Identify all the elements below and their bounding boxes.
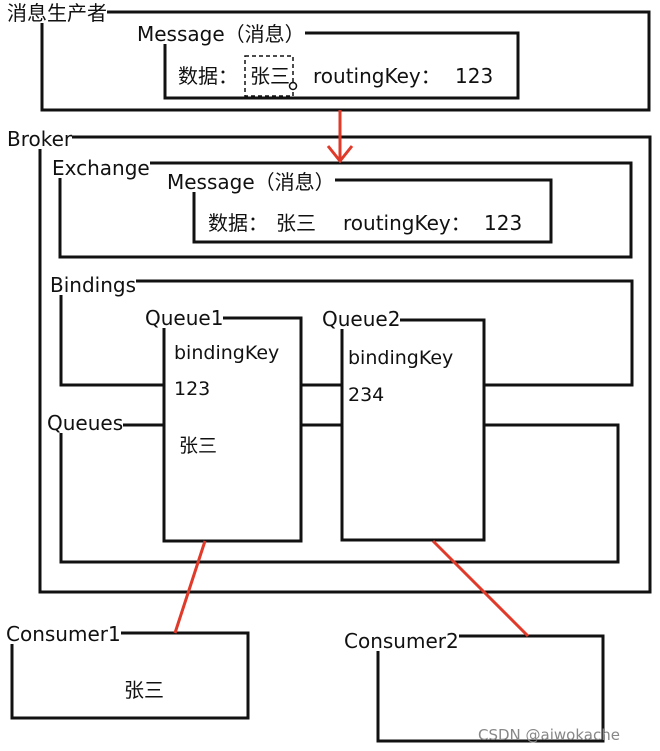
consumer1-message: 张三 bbox=[124, 678, 164, 702]
producer-routing-key-value: 123 bbox=[455, 64, 494, 88]
exchange-message-box bbox=[192, 178, 553, 244]
selection-marquee bbox=[244, 55, 294, 97]
producer-title: 消息生产者 bbox=[7, 1, 107, 25]
cursor-handle-icon bbox=[288, 81, 298, 91]
producer-data-label: 数据： bbox=[178, 64, 238, 88]
publish-arrow bbox=[326, 110, 354, 164]
producer-box bbox=[40, 10, 651, 112]
exchange-message-title: Message（消息） bbox=[167, 170, 335, 194]
queue1-title: Queue1 bbox=[145, 306, 224, 330]
consumer1-box bbox=[10, 631, 250, 720]
consumer2-title: Consumer2 bbox=[344, 629, 459, 653]
queue1-binding-key-value: 123 bbox=[174, 378, 211, 400]
consumer2-box bbox=[376, 634, 605, 743]
queue2-title: Queue2 bbox=[322, 307, 401, 331]
queues-title: Queues bbox=[47, 411, 124, 435]
queue2-binding-key-label: bindingKey bbox=[348, 347, 454, 369]
producer-message-box bbox=[163, 31, 520, 100]
exchange-routing-key-label: routingKey： bbox=[343, 211, 471, 235]
queue1-message: 张三 bbox=[179, 435, 218, 457]
queue2-consumer2-link bbox=[431, 539, 530, 638]
queues-box bbox=[59, 423, 620, 564]
watermark: CSDN @aiwokache bbox=[478, 726, 620, 744]
consumer1-title: Consumer1 bbox=[6, 622, 121, 646]
bindings-title: Bindings bbox=[50, 273, 136, 297]
queue2-binding-key-value: 234 bbox=[348, 384, 385, 406]
exchange-data-label: 数据： bbox=[208, 211, 268, 235]
exchange-box bbox=[58, 161, 633, 259]
broker-title: Broker bbox=[7, 127, 73, 151]
exchange-routing-key-value: 123 bbox=[484, 211, 523, 235]
producer-routing-key-label: routingKey： bbox=[313, 64, 441, 88]
exchange-data-value: 张三 bbox=[276, 211, 316, 235]
queue1-binding-key-label: bindingKey bbox=[174, 342, 280, 364]
producer-data-value: 张三 bbox=[250, 64, 290, 88]
broker-box bbox=[38, 135, 652, 594]
producer-message-title: Message（消息） bbox=[137, 22, 305, 46]
queue1-consumer1-link bbox=[173, 540, 207, 634]
exchange-title: Exchange bbox=[52, 156, 150, 180]
